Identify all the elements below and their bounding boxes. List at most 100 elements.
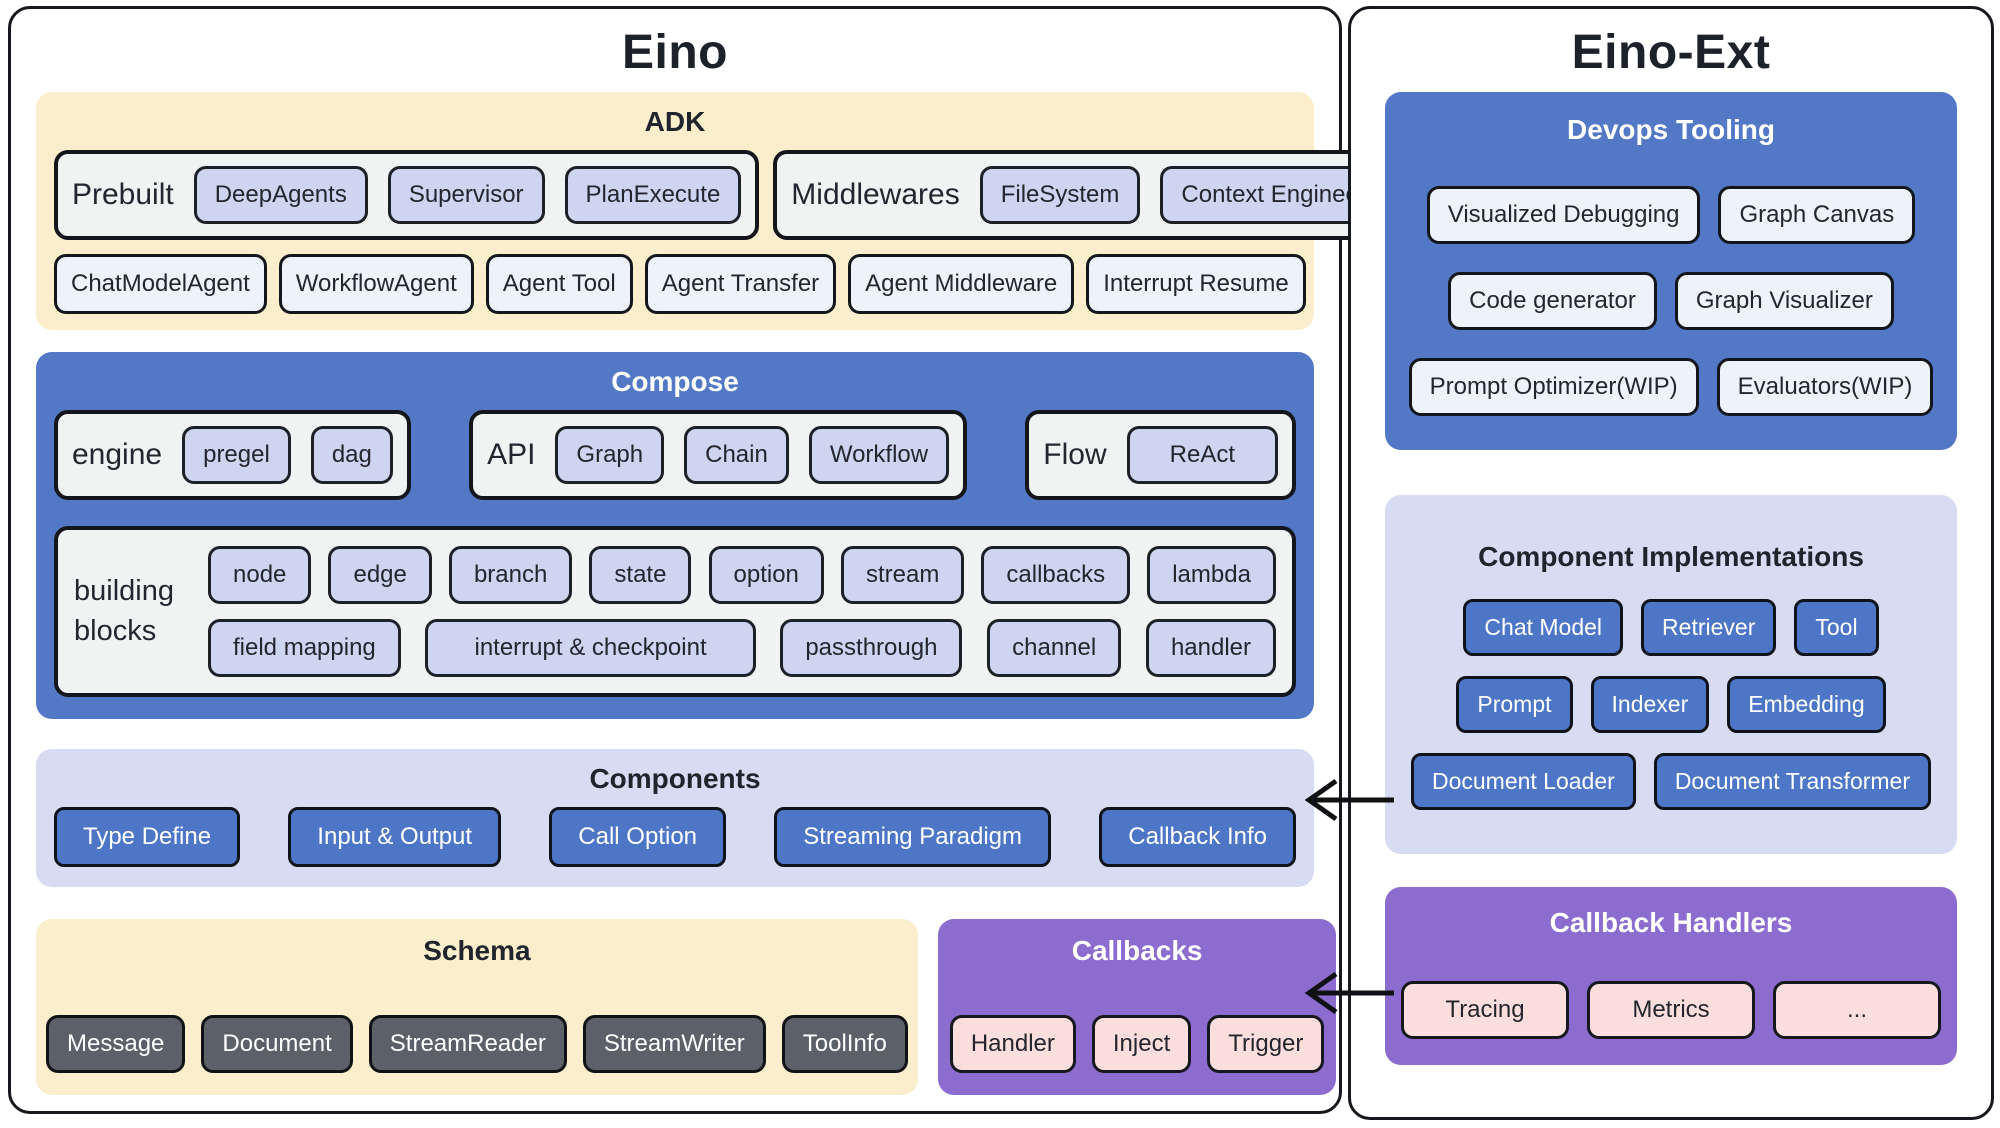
implementation-chip: Embedding	[1727, 676, 1886, 733]
devops-tool-chip: Visualized Debugging	[1426, 186, 1701, 244]
callback-handler-chip: ...	[1773, 981, 1941, 1039]
callback-chip: Inject	[1091, 1015, 1192, 1073]
devops-tool-chip: Graph Canvas	[1718, 186, 1916, 244]
component-chip: Type Define	[54, 807, 241, 867]
schema-chip: StreamReader	[368, 1015, 567, 1073]
building-block-chip: handler	[1145, 619, 1276, 677]
compose-api-label: API	[487, 438, 536, 471]
implementation-chip: Document Transformer	[1653, 753, 1932, 810]
building-block-chip: edge	[328, 546, 432, 604]
callback-chip: Trigger	[1207, 1015, 1325, 1073]
adk-agent-chip: Agent Middleware	[848, 254, 1075, 314]
devops-row-2: Code generator Graph Visualizer	[1401, 272, 1941, 330]
adk-agent-chip: ChatModelAgent	[54, 254, 267, 314]
building-block-chip: passthrough	[780, 619, 963, 677]
schema-section-title: Schema	[423, 935, 531, 966]
callback-handlers-section: Callback Handlers Tracing Metrics...	[1385, 887, 1957, 1065]
devops-row-1: Visualized Debugging Graph Canvas	[1401, 186, 1941, 244]
engine-chip: dag	[310, 426, 393, 484]
callback-handler-chip: Tracing	[1401, 981, 1569, 1039]
adk-agent-chip: WorkflowAgent	[278, 254, 474, 314]
building-block-chip: interrupt & checkpoint	[425, 619, 756, 677]
callbacks-link-arrow-icon	[1304, 971, 1394, 1015]
callback-handlers-row: Tracing Metrics...	[1401, 981, 1941, 1039]
adk-prebuilt-chips: DeepAgents Supervisor PlanExecute	[193, 166, 742, 224]
building-block-chip: branch	[448, 546, 573, 604]
building-blocks-label: building blocks	[74, 575, 174, 647]
flow-chip: ReAct	[1126, 426, 1278, 484]
callback-chip: Handler	[949, 1015, 1076, 1073]
building-block-chip: lambda	[1147, 546, 1276, 604]
implementation-chip: Document Loader	[1410, 753, 1636, 810]
adk-middleware-chip: FileSystem	[979, 166, 1141, 224]
compose-flow-label: Flow	[1043, 438, 1107, 471]
building-block-chip: channel	[987, 619, 1122, 677]
building-block-chip: state	[589, 546, 692, 604]
implementation-chip: Chat Model	[1463, 599, 1624, 656]
components-link-arrow-icon	[1304, 778, 1394, 822]
schema-callbacks-row: Schema Message Document StreamReader Stream…	[36, 919, 1337, 1095]
schema-chip: Message	[46, 1015, 186, 1073]
adk-agent-chip: Interrupt Resume	[1086, 254, 1306, 314]
devops-tool-chip: Code generator	[1448, 272, 1657, 330]
implementation-chip: Tool	[1794, 599, 1879, 656]
adk-prebuilt-chip: PlanExecute	[564, 166, 742, 224]
adk-prebuilt-label: Prebuilt	[72, 178, 174, 211]
callbacks-section: Callbacks Handler Inject Trigger	[937, 919, 1337, 1095]
implementation-chip: Indexer	[1590, 676, 1710, 733]
devops-tool-chip: Evaluators(WIP)	[1716, 358, 1934, 416]
schema-chip: StreamWriter	[582, 1015, 766, 1073]
engine-chip: pregel	[182, 426, 291, 484]
implementation-chip: Prompt	[1456, 676, 1573, 733]
compose-engine-group: engine pregel dag	[54, 410, 411, 500]
compose-flow-chips: ReAct	[1126, 426, 1278, 484]
building-block-chip: stream	[840, 546, 965, 604]
implementations-row-3: Document Loader Document Transformer	[1401, 753, 1941, 810]
adk-prebuilt-group: Prebuilt DeepAgents Supervisor PlanExecute	[54, 150, 760, 240]
building-blocks-row-2: field mapping interrupt & checkpoint passt…	[208, 619, 1276, 677]
adk-prebuilt-chip: DeepAgents	[193, 166, 368, 224]
components-section-title: Components	[589, 763, 761, 794]
devops-tool-chip: Graph Visualizer	[1674, 272, 1894, 330]
component-chip: Call Option	[549, 807, 727, 867]
eino-title: Eino	[622, 26, 728, 79]
compose-engine-label: engine	[72, 438, 163, 471]
callback-handler-chip: Metrics	[1587, 981, 1755, 1039]
schema-chip: Document	[201, 1015, 353, 1073]
adk-middlewares-label: Middlewares	[791, 178, 960, 211]
devops-row-3: Prompt Optimizer(WIP)Evaluators(WIP)	[1401, 358, 1941, 416]
building-block-chip: callbacks	[981, 546, 1131, 604]
schema-section: Schema Message Document StreamReader Stream…	[36, 919, 918, 1095]
callback-handlers-title: Callback Handlers	[1549, 907, 1793, 938]
implementations-row-2: Prompt Indexer Embedding	[1401, 676, 1941, 733]
adk-groups-row: Prebuilt DeepAgents Supervisor PlanExecute…	[54, 150, 1406, 240]
callbacks-row: Handler Inject Trigger	[949, 1015, 1325, 1073]
component-implementations-title: Component Implementations	[1478, 541, 1864, 572]
api-chip: Chain	[684, 426, 789, 484]
eino-ext-panel: Eino-Ext Devops Tooling Visualized Debug…	[1348, 6, 1994, 1120]
building-block-chip: field mapping	[208, 619, 401, 677]
compose-engine-chips: pregel dag	[182, 426, 393, 484]
adk-prebuilt-chip: Supervisor	[387, 166, 545, 224]
component-chip: Input & Output	[288, 807, 502, 867]
api-chip: Workflow	[808, 426, 950, 484]
callbacks-section-title: Callbacks	[1071, 935, 1203, 966]
devops-tooling-title: Devops Tooling	[1567, 114, 1775, 145]
adk-agent-chip: Agent Tool	[485, 254, 633, 314]
component-chip: Callback Info	[1099, 807, 1296, 867]
